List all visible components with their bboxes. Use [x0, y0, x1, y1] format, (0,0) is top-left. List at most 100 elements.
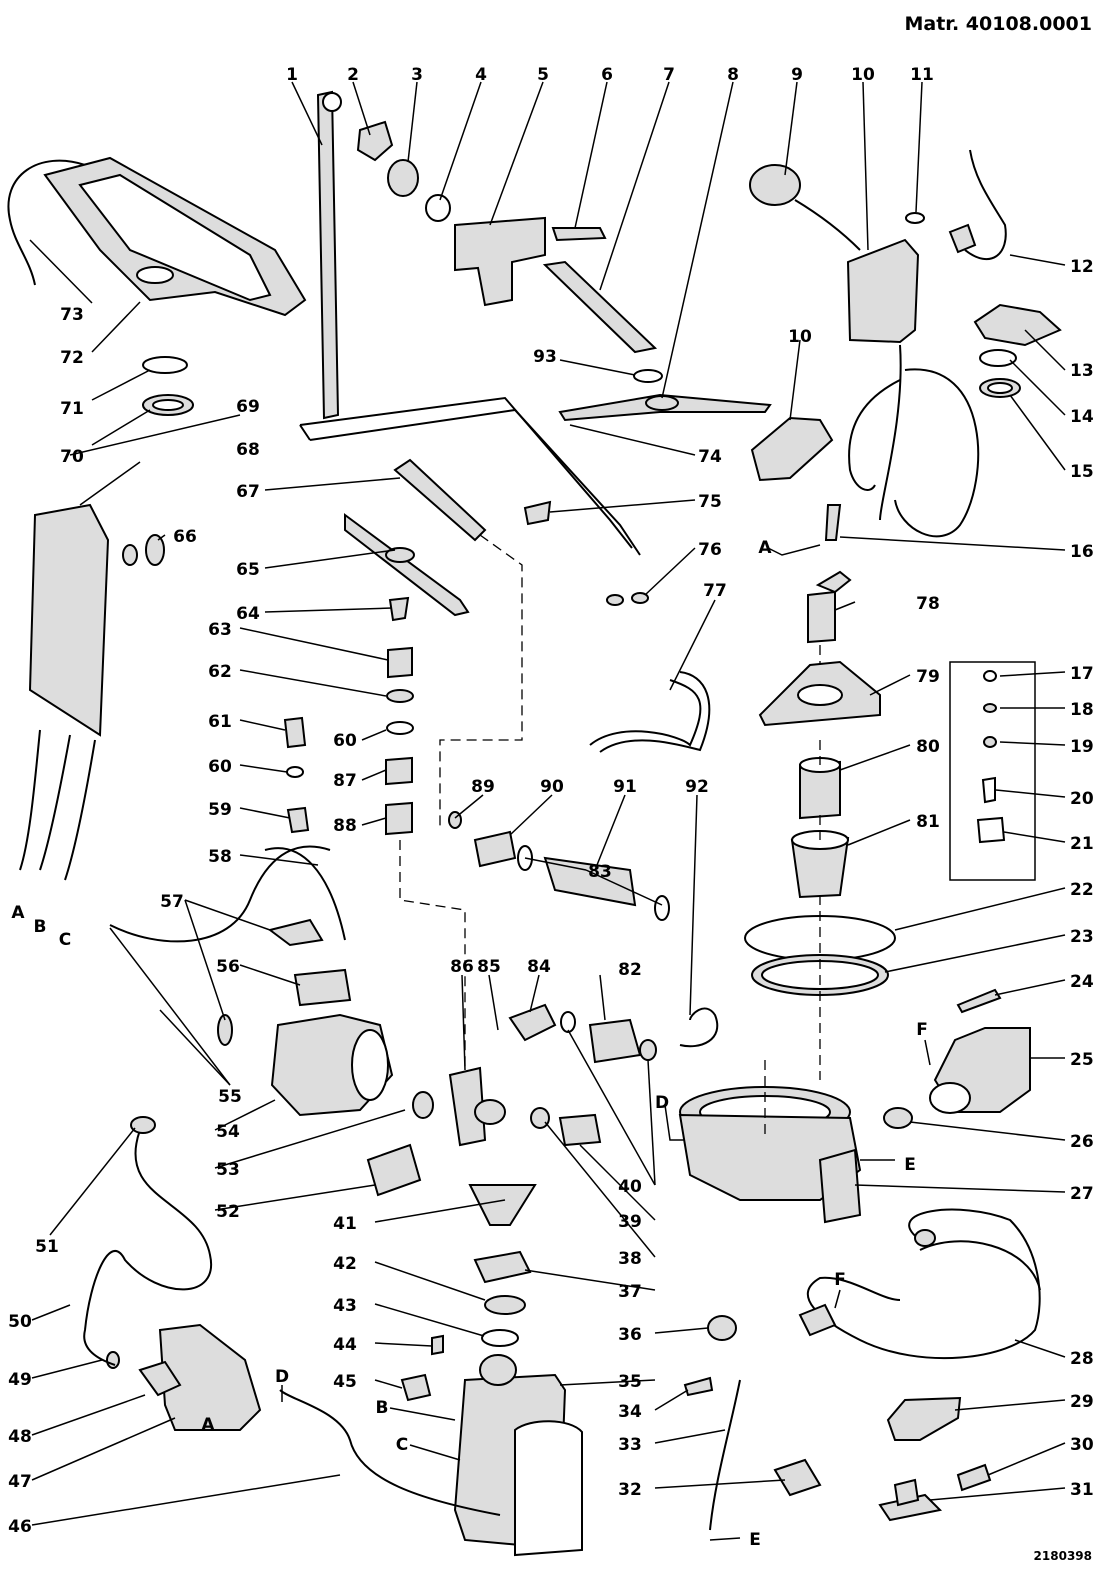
part-label: 3: [411, 65, 423, 85]
part-label: 10: [851, 65, 875, 85]
part-label: 16: [1070, 542, 1094, 562]
part-label: 74: [698, 447, 722, 467]
part-label: 23: [1070, 927, 1094, 947]
part-label: 8: [727, 65, 739, 85]
connector-letter: F: [834, 1270, 846, 1290]
connector-stubs: [281, 544, 931, 1541]
part-label: 47: [8, 1472, 32, 1492]
part-label: 49: [8, 1370, 32, 1390]
part-label: 78: [916, 594, 940, 614]
connector-letter: A: [11, 903, 25, 923]
part-label: 55: [218, 1087, 242, 1107]
part-label: 13: [1070, 361, 1094, 381]
part-label: 83: [588, 862, 612, 882]
part-label: 30: [1070, 1435, 1094, 1455]
connector-letters: A B C A A B C D D E E F F: [11, 538, 927, 1550]
part-label: 70: [60, 447, 84, 467]
part-label: 67: [236, 482, 260, 502]
part-label: 39: [618, 1212, 642, 1232]
part-label: 34: [618, 1402, 642, 1422]
part-label: 93: [533, 347, 557, 367]
part-label: 88: [333, 816, 357, 836]
part-label: 75: [698, 492, 722, 512]
part-label: 6: [601, 65, 613, 85]
dashed-assembly-lines: [399, 534, 821, 1140]
part-labels: 1 2 3 4 5 6 7 8 9 10 11 12 13 14 15 16 1…: [8, 65, 1094, 1537]
leader-lines: [29, 81, 1066, 1526]
part-label: 65: [236, 560, 260, 580]
part-label: 84: [527, 957, 551, 977]
matr-number: Matr. 40108.0001: [904, 13, 1092, 35]
part-label: 60: [208, 757, 232, 777]
connector-letter: C: [59, 930, 71, 950]
part-label: 87: [333, 771, 357, 791]
part-label: 4: [475, 65, 487, 85]
part-label: 59: [208, 800, 232, 820]
part-label: 1: [286, 65, 298, 85]
part-label: 26: [1070, 1132, 1094, 1152]
part-label: 89: [471, 777, 495, 797]
part-label: 57: [160, 892, 184, 912]
part-label: 92: [685, 777, 709, 797]
part-label: 20: [1070, 789, 1094, 809]
part-label: 31: [1070, 1480, 1094, 1500]
part-label: 45: [333, 1372, 357, 1392]
part-label: 80: [916, 737, 940, 757]
part-label: 60: [333, 731, 357, 751]
part-label: 66: [173, 527, 197, 547]
part-label: 50: [8, 1312, 32, 1332]
part-label: 15: [1070, 462, 1094, 482]
part-label: 53: [216, 1160, 240, 1180]
part-label: 18: [1070, 700, 1094, 720]
part-label: 14: [1070, 407, 1094, 427]
part-label: 58: [208, 847, 232, 867]
part-label: 56: [216, 957, 240, 977]
connector-letter: D: [275, 1367, 289, 1387]
drawing-code: 2180398: [1034, 1549, 1092, 1563]
part-label: 48: [8, 1427, 32, 1447]
part-label: 54: [216, 1122, 240, 1142]
part-label: 42: [333, 1254, 357, 1274]
part-label: 7: [663, 65, 675, 85]
part-label: 52: [216, 1202, 240, 1222]
part-label: 77: [703, 581, 727, 601]
part-label: 32: [618, 1480, 642, 1500]
part-label: 9: [791, 65, 803, 85]
part-label: 63: [208, 620, 232, 640]
part-label: 69: [236, 397, 260, 417]
part-label: 46: [8, 1517, 32, 1537]
part-label: 62: [208, 662, 232, 682]
part-label: 40: [618, 1177, 642, 1197]
connector-letter: F: [916, 1020, 928, 1040]
part-label: 19: [1070, 737, 1094, 757]
part-label: 86: [450, 957, 474, 977]
part-label: 36: [618, 1325, 642, 1345]
part-label: 61: [208, 712, 232, 732]
part-label: 41: [333, 1214, 357, 1234]
part-label: 68: [236, 440, 260, 460]
connector-letter: E: [904, 1155, 916, 1175]
connector-letter: B: [34, 917, 47, 937]
connector-letter: E: [749, 1530, 761, 1550]
part-label: 72: [60, 348, 84, 368]
part-label: 29: [1070, 1392, 1094, 1412]
part-label: 81: [916, 812, 940, 832]
part-label: 38: [618, 1249, 642, 1269]
part-label: 64: [236, 604, 260, 624]
part-label: 79: [916, 667, 940, 687]
part-label: 21: [1070, 834, 1094, 854]
part-label: 82: [618, 960, 642, 980]
part-label: 11: [910, 65, 934, 85]
connector-letter: A: [201, 1415, 215, 1435]
part-label: 17: [1070, 664, 1094, 684]
part-label: 73: [60, 305, 84, 325]
part-label: 90: [540, 777, 564, 797]
part-label: 27: [1070, 1184, 1094, 1204]
part-label: 44: [333, 1335, 357, 1355]
connector-letter: B: [376, 1398, 389, 1418]
part-label: 5: [537, 65, 549, 85]
part-label: 35: [618, 1372, 642, 1392]
part-label: 51: [35, 1237, 59, 1257]
part-label: 24: [1070, 972, 1094, 992]
